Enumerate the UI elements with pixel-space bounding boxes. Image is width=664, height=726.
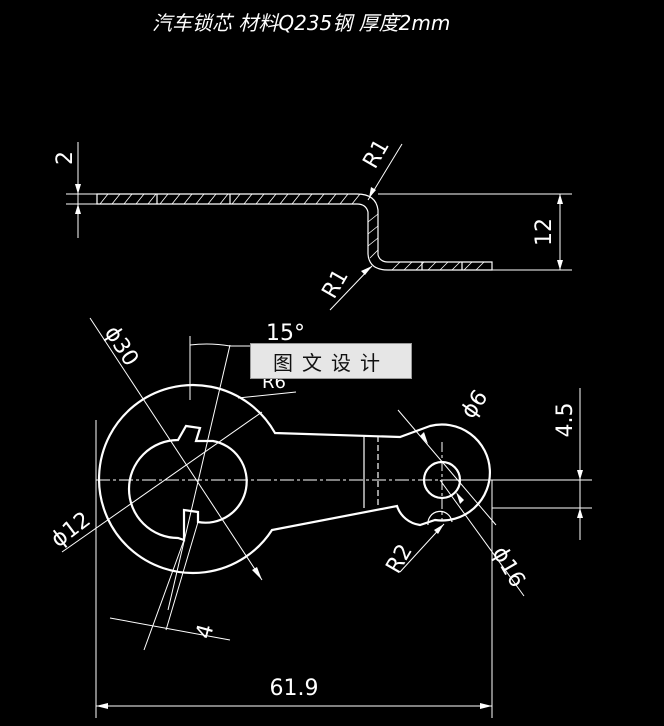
dim-bend-radius-bottom: R1 (318, 265, 354, 303)
drawing-title: 汽车锁芯 材料Q235钢 厚度2mm (152, 11, 450, 35)
dim-height: 12 (532, 218, 557, 246)
dim-offset: 4.5 (553, 403, 578, 438)
dim-thickness: 2 (53, 151, 78, 165)
dim-small-hole: ϕ6 (456, 386, 493, 424)
dim-notch-radius: R2 (382, 540, 418, 578)
dim-big-diameter: ϕ30 (99, 322, 143, 371)
side-view: 2 12 R1 R1 (53, 135, 572, 311)
watermark-badge: 图文设计 (250, 343, 412, 379)
dim-small-outer-diameter: ϕ16 (487, 543, 530, 592)
dim-bend-radius-top: R1 (359, 135, 395, 173)
dim-length: 61.9 (270, 676, 319, 701)
dim-angle: 15° (266, 321, 305, 346)
dim-key-width: 4 (192, 622, 220, 642)
